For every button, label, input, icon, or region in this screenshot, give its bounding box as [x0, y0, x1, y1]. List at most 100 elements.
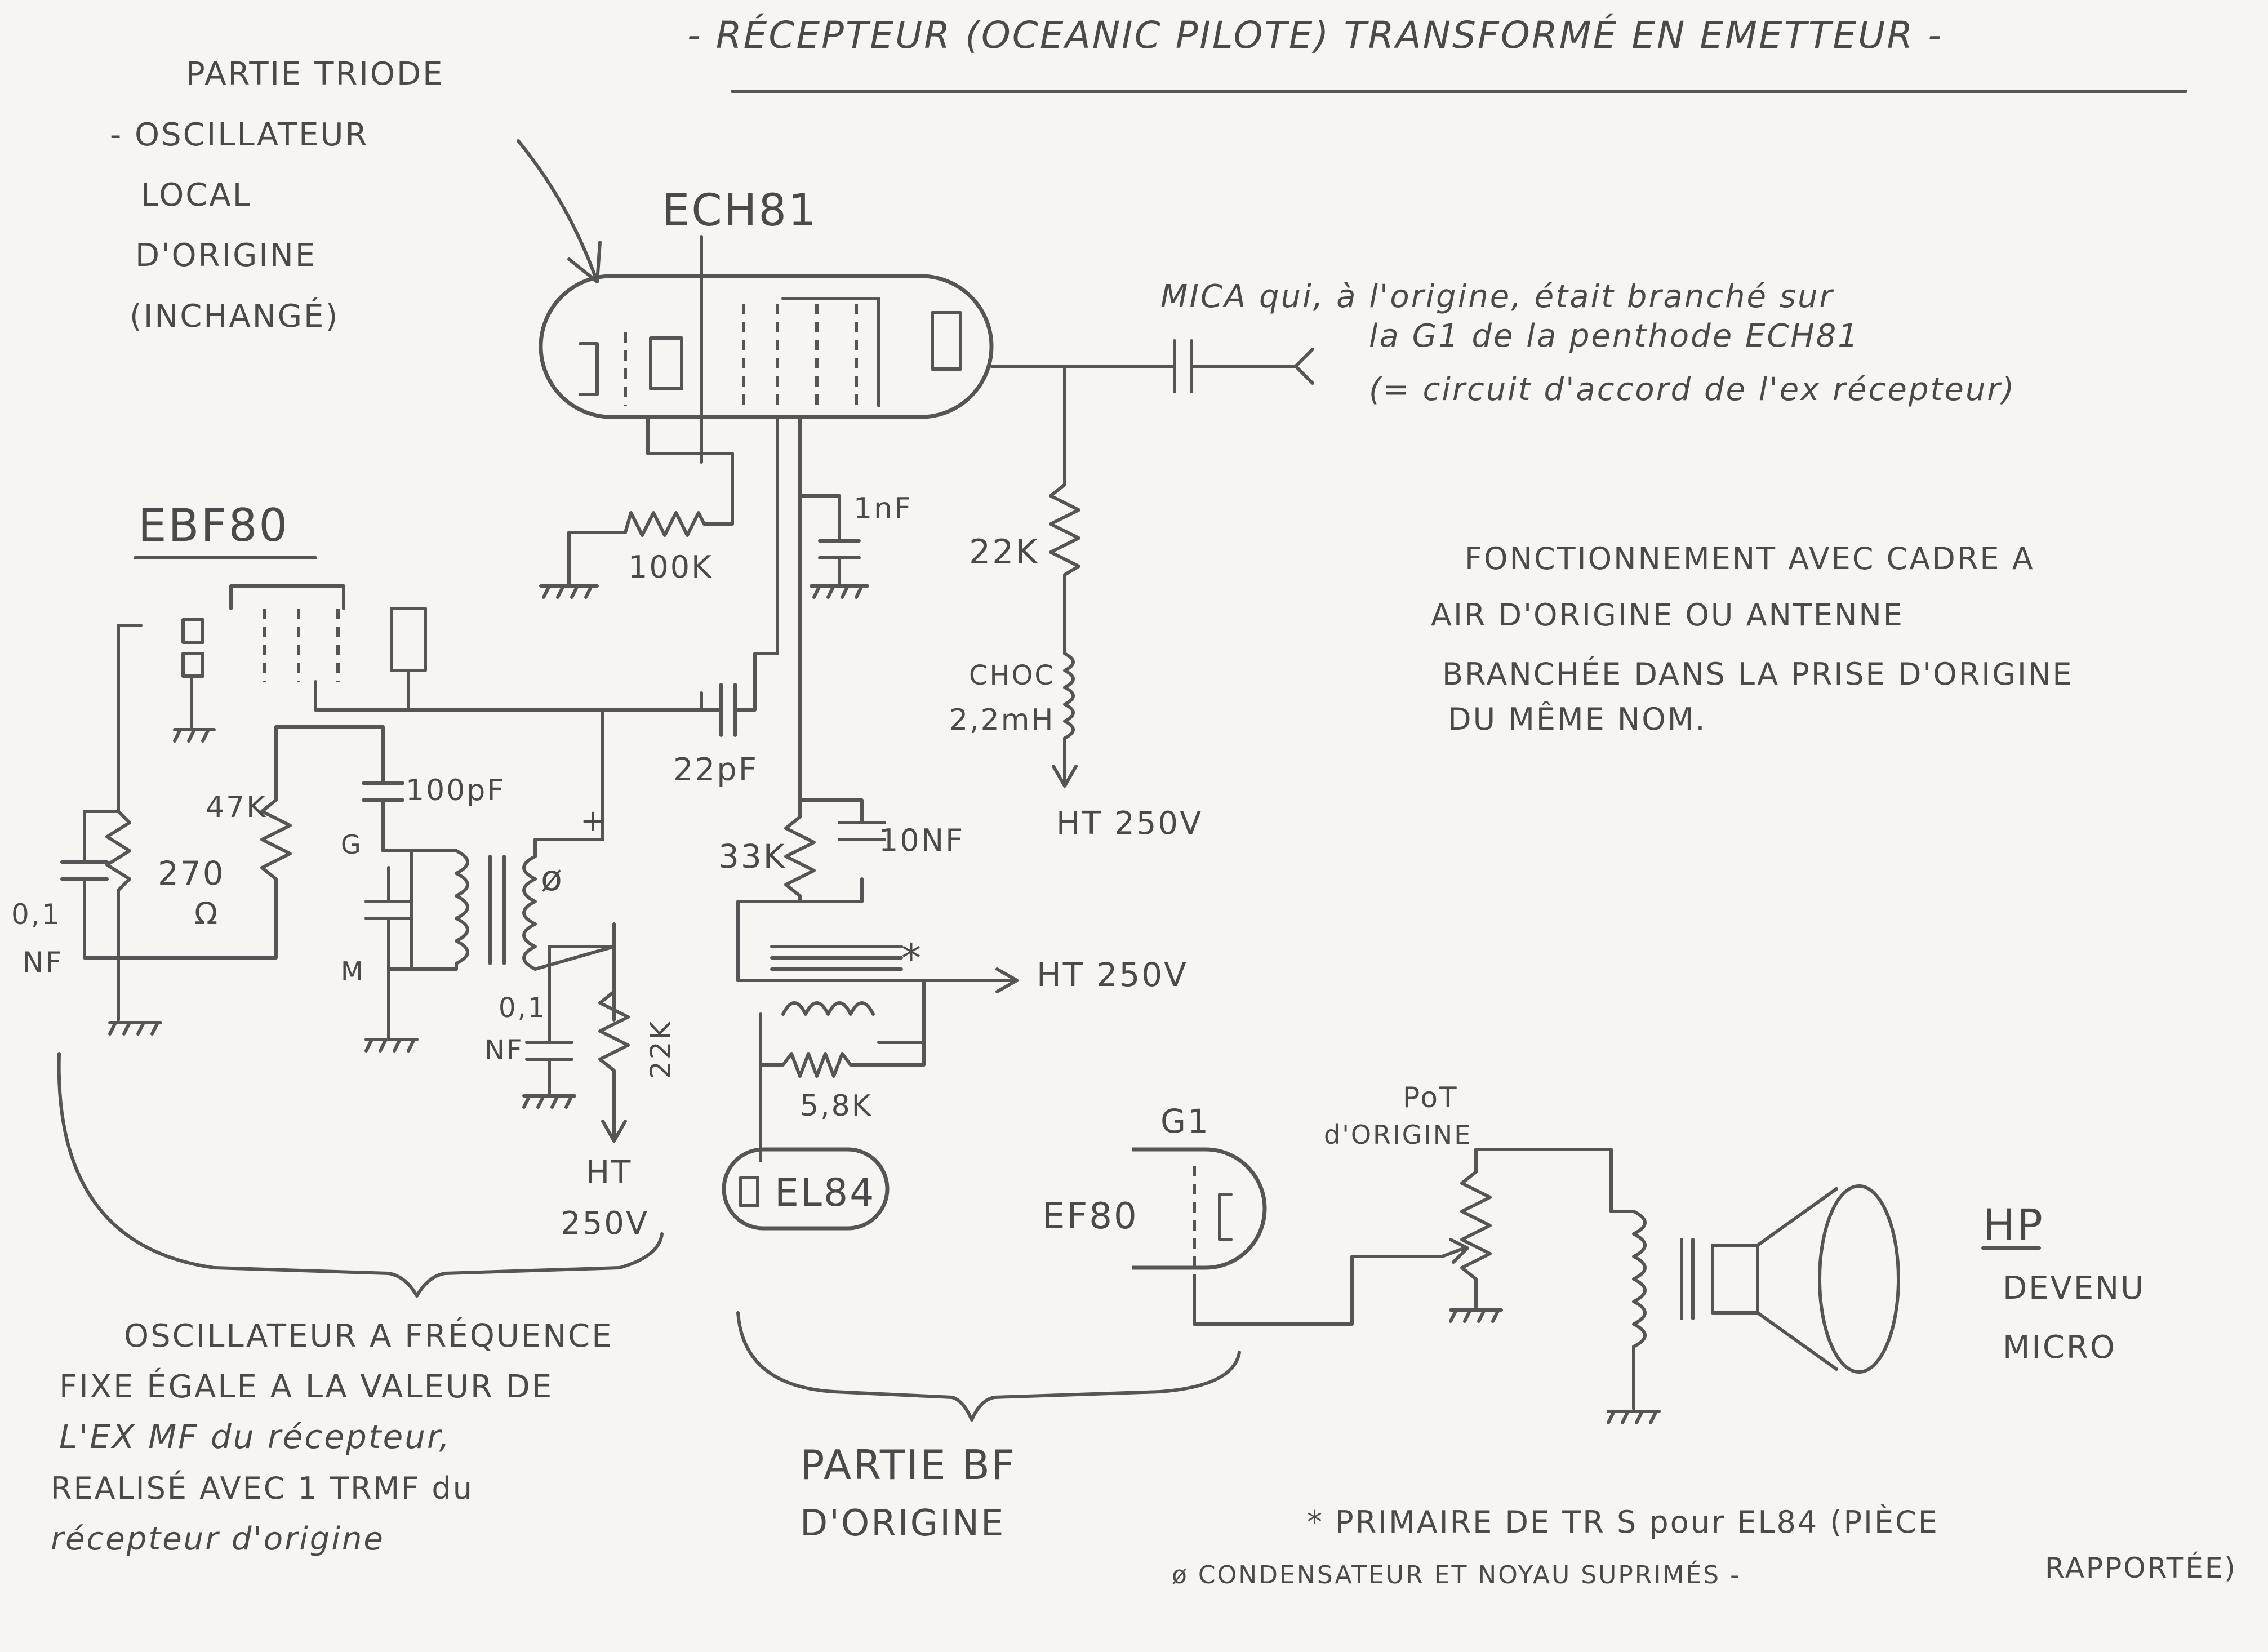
ground-270 — [108, 1021, 162, 1036]
ohm-symbol: Ω — [194, 896, 219, 931]
svg-text:(= circuit d'accord de l'ex ré: (= circuit d'accord de l'ex récepteur) — [1369, 371, 2016, 408]
star-mark: * — [901, 935, 923, 982]
ht-top: HT 250V — [1056, 805, 1203, 842]
c22pf-label: 22pF — [673, 752, 758, 788]
r270-label: 270 — [158, 854, 225, 892]
c100pf — [353, 725, 404, 852]
c100pf-label: 100pF — [406, 774, 505, 807]
ground-hp — [1607, 1410, 1661, 1424]
m-label: M — [341, 956, 365, 987]
otr-coil — [781, 1001, 875, 1016]
svg-text:AIR D'ORIGINE OU ANTENNE: AIR D'ORIGINE OU ANTENNE — [1431, 597, 1904, 633]
bf-note: PARTIE BF D'ORIGINE — [800, 1441, 1016, 1544]
svg-text:PARTIE BF: PARTIE BF — [800, 1441, 1016, 1489]
ef80-label: EF80 — [1042, 1196, 1139, 1237]
triode-note: PARTIE TRIODE - OSCILLATEUR LOCAL D'ORIG… — [110, 56, 444, 335]
r22k-top-label: 22K — [969, 532, 1039, 572]
potentiometer — [1440, 1148, 1492, 1309]
c01a — [60, 860, 120, 960]
choc-label: CHOC — [969, 660, 1055, 691]
svg-text:L'EX MF du récepteur,: L'EX MF du récepteur, — [59, 1418, 451, 1456]
hp-label: HP — [1983, 1200, 2044, 1250]
primary-coil — [455, 849, 469, 971]
r270 — [83, 703, 131, 1022]
r22k-low — [598, 956, 630, 1143]
c10nf-label: 10NF — [879, 823, 964, 858]
r22k-low-label: 22K — [644, 1020, 677, 1079]
svg-text:D'ORIGINE: D'ORIGINE — [135, 237, 317, 274]
svg-text:FIXE ÉGALE A LA VALEUR DE: FIXE ÉGALE A LA VALEUR DE — [59, 1369, 553, 1405]
ground-ebf80 — [173, 728, 216, 743]
c1nf-label: 1nF — [853, 492, 913, 526]
ht-low-v: 250V — [561, 1205, 649, 1242]
tuning-cap — [364, 866, 413, 971]
svg-text:- OSCILLATEUR: - OSCILLATEUR — [110, 117, 368, 153]
g-label: G — [341, 829, 363, 860]
ht-mid-arrow — [922, 967, 1019, 993]
ef80-tube — [1132, 1147, 1267, 1270]
ebf80-label: EBF80 — [138, 499, 289, 552]
svg-text:(INCHANGÉ): (INCHANGÉ) — [130, 298, 339, 335]
hp-core — [1680, 1238, 1695, 1320]
footnote-phi: ø CONDENSATEUR ET NOYAU SUPRIMÉS - — [1172, 1560, 1741, 1589]
r58k-label: 5,8K — [800, 1089, 873, 1123]
c22pf — [700, 683, 757, 737]
svg-text:PARTIE TRIODE: PARTIE TRIODE — [186, 56, 444, 92]
r100k — [567, 452, 734, 588]
ht-low: HT — [586, 1154, 632, 1191]
ech81-label: ECH81 — [662, 185, 818, 236]
r33k-label: 33K — [718, 837, 786, 876]
c1nf — [798, 494, 861, 588]
svg-text:la G1 de la penthode ECH81: la G1 de la penthode ECH81 — [1369, 318, 1860, 354]
svg-text:OSCILLATEUR A FRÉQUENCE: OSCILLATEUR A FRÉQUENCE — [124, 1318, 613, 1355]
g1-label: G1 — [1160, 1102, 1210, 1140]
osc-note: OSCILLATEUR A FRÉQUENCE FIXE ÉGALE A LA … — [51, 1318, 613, 1557]
ground-c01b — [522, 1094, 576, 1109]
ground-100k — [539, 584, 599, 599]
svg-text:FONCTIONNEMENT AVEC CADRE A: FONCTIONNEMENT AVEC CADRE A — [1465, 541, 2035, 576]
ground-1nf — [810, 584, 869, 599]
c01b-label: 0,1 — [499, 992, 546, 1024]
r33k — [784, 798, 864, 903]
svg-text:LOCAL: LOCAL — [141, 177, 252, 214]
title: - RÉCEPTEUR (OCEANIC PILOTE) TRANSFORMÉ … — [687, 13, 1943, 57]
plus-mark: + — [580, 803, 607, 838]
choc-value: 2,2mH — [949, 703, 1055, 737]
sec-top-lead — [533, 708, 604, 858]
pointer-arrow — [517, 139, 602, 283]
el84-label: EL84 — [775, 1171, 875, 1215]
function-note: FONCTIONNEMENT AVEC CADRE A AIR D'ORIGIN… — [1431, 541, 2074, 737]
ground-pot — [1449, 1308, 1503, 1323]
svg-text:D'ORIGINE: D'ORIGINE — [800, 1503, 1005, 1544]
mica-note: MICA qui, à l'origine, était branché sur… — [1160, 278, 2016, 408]
c01a-label: 0,1 — [11, 898, 61, 931]
speaker-icon — [1711, 1184, 1900, 1374]
svg-text:BRANCHÉE DANS LA PRISE D'ORIGI: BRANCHÉE DANS LA PRISE D'ORIGINE — [1442, 656, 2074, 692]
r47k-label: 47K — [206, 791, 267, 824]
ground-trmf — [364, 1038, 419, 1053]
r47k — [117, 725, 357, 960]
otr-lead — [736, 900, 926, 1044]
ech81-tube — [539, 235, 994, 469]
footnote-star: * PRIMAIRE DE TR S pour EL84 (PIÈCE — [1307, 1504, 1939, 1540]
c01b — [525, 945, 616, 1095]
ebf80-tube — [117, 584, 703, 729]
ech81-cathode-lead — [753, 449, 779, 712]
ht-mid: HT 250V — [1037, 956, 1188, 994]
footnote-star-cont: RAPPORTÉE) — [2045, 1551, 2237, 1584]
hp-coil — [1632, 1210, 1647, 1348]
nf-a-label: NF — [23, 946, 63, 979]
svg-text:récepteur d'origine: récepteur d'origine — [51, 1521, 385, 1557]
r100k-label: 100K — [628, 549, 713, 585]
ef80-plate — [1218, 1193, 1233, 1241]
choc-coil — [1052, 652, 1078, 788]
osc-brace — [57, 1052, 664, 1298]
bf-brace — [736, 1311, 1241, 1422]
r22k-top — [1049, 365, 1080, 655]
ech81-g1-lead — [990, 339, 1314, 393]
hp-note-2: MICRO — [2003, 1329, 2116, 1366]
el84-tube — [722, 1147, 890, 1231]
otr-core — [770, 945, 903, 971]
ef80-input — [1193, 1255, 1444, 1326]
hp-wiring — [1474, 1148, 1635, 1410]
